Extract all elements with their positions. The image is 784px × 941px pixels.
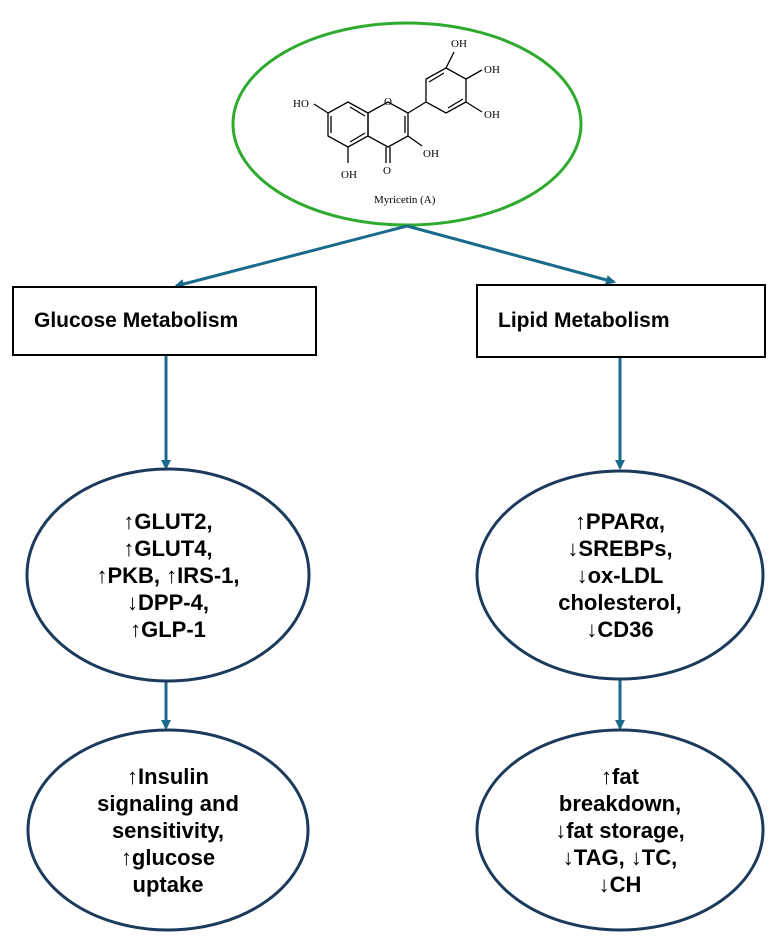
glucose-effects-oval [25,467,311,683]
glucose-effect: ↑GLUT2, [123,508,213,534]
lipid-effects-text: ↑PPARα, ↓SREBPs, ↓ox-LDL cholesterol, ↓C… [490,474,750,676]
glucose-outcome-text: ↑Insulin signaling and sensitivity, ↑glu… [38,732,298,928]
lipid-outcome: ↑fat [601,763,639,789]
lipid-outcome: breakdown, [558,790,682,816]
glucose-metabolism-box: Glucose Metabolism [12,286,317,356]
lipid-effect: ↓ox-LDL [576,562,664,588]
atom-label: O [383,165,391,177]
lipid-outcome-text: ↑fat breakdown, ↓fat storage, ↓TAG, ↓TC,… [490,732,750,928]
glucose-effect: ↓DPP-4, [127,589,209,615]
atom-label: OH [423,148,439,160]
glucose-effect: ↑PKB, ↑IRS-1, [96,562,240,588]
lipid-metabolism-title: Lipid Metabolism [498,309,670,332]
myricetin-structure [313,51,483,163]
lipid-effect: ↑PPARα, [574,508,666,534]
glucose-effect: ↑GLP-1 [130,616,206,642]
atom-label: O [384,96,392,108]
arrow-to-lipid [406,224,616,285]
lipid-effect: ↓CD36 [586,616,654,642]
molecule-caption: Myricetin (A) [374,194,436,206]
atom-label: OH [484,64,500,76]
molecule-oval [231,21,583,227]
lipid-outcome: ↓TAG, ↓TC, [562,844,678,870]
arrow-to-glucose [174,224,408,289]
glucose-outcome: signaling and [97,790,239,816]
lipid-effects-oval [475,469,765,681]
atom-label: OH [341,169,357,181]
lipid-outcome: ↓fat storage, [555,817,685,843]
lipid-metabolism-box: Lipid Metabolism [476,284,766,358]
glucose-outcome: sensitivity, [111,817,225,843]
glucose-outcome-oval [26,728,310,932]
lipid-effect: cholesterol, [558,589,682,615]
atom-label: OH [484,109,500,121]
glucose-effect: ↑GLUT4, [123,535,213,561]
glucose-effects-text: ↑GLUT2, ↑GLUT4, ↑PKB, ↑IRS-1, ↓DPP-4, ↑G… [38,474,298,676]
lipid-outcome: ↓CH [598,871,642,897]
glucose-outcome: uptake [132,871,204,897]
atom-label: HO [293,98,309,110]
glucose-metabolism-title: Glucose Metabolism [34,309,239,332]
atom-labels: HO OH OH OH O OH OH O [293,38,500,181]
lipid-outcome-oval [475,728,765,932]
lipid-effect: ↓SREBPs, [567,535,673,561]
atom-label: OH [451,38,467,50]
glucose-outcome: ↑glucose [120,844,216,870]
glucose-outcome: ↑Insulin [127,763,209,789]
